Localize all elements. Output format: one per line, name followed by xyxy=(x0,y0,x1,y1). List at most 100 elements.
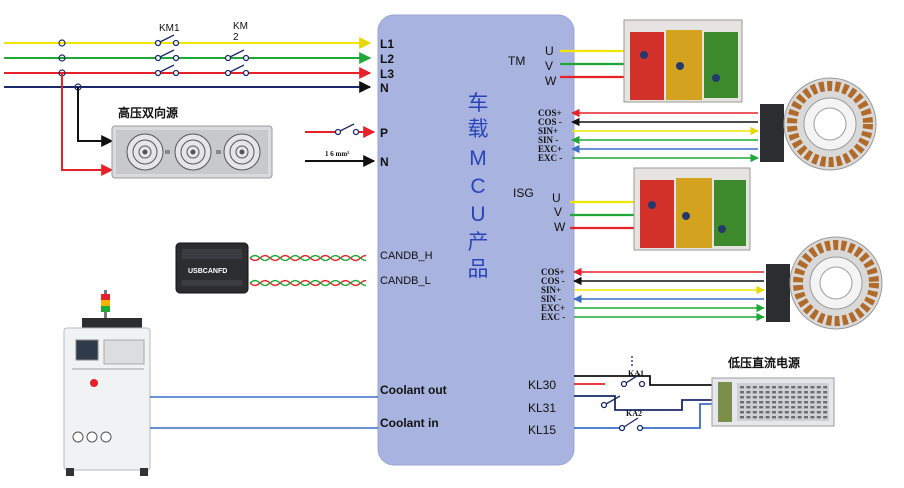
ka2-label: KA2 xyxy=(626,409,642,418)
vent-slot xyxy=(823,416,828,419)
mcu-title-char: 载 xyxy=(468,117,489,141)
mcu-title-char: 产 xyxy=(468,230,489,254)
vent-slot xyxy=(759,401,764,404)
vent-slot xyxy=(816,401,821,404)
vent-slot xyxy=(746,386,751,389)
resolver1-signal: COS - xyxy=(538,117,562,127)
relay-ka1 xyxy=(620,356,646,388)
vent-slot xyxy=(765,406,770,409)
vent-slot xyxy=(810,406,815,409)
vent-slot xyxy=(784,406,789,409)
vent-slot xyxy=(804,416,808,419)
vent-slot xyxy=(804,401,808,404)
vent-slot xyxy=(765,416,770,419)
line-label-l1: L1 xyxy=(380,37,394,51)
ac-power-lines xyxy=(4,37,372,93)
vent-slot xyxy=(746,401,751,404)
line-label-n: N xyxy=(380,81,389,95)
vent-slot xyxy=(740,411,744,414)
vent-slot xyxy=(740,396,744,399)
mcu-title-char: 品 xyxy=(468,257,489,281)
vent-slot xyxy=(765,401,770,404)
resolver1-signal: COS+ xyxy=(538,108,562,118)
resolver2-wires xyxy=(573,267,765,322)
vent-slot xyxy=(797,406,802,409)
mcu-title-char: C xyxy=(470,175,485,198)
vent-slot xyxy=(765,411,770,414)
vent-slot xyxy=(784,396,789,399)
ka1-label: KA1 xyxy=(628,369,644,378)
vent-slot xyxy=(746,411,751,414)
vent-slot xyxy=(816,396,821,399)
vent-slot xyxy=(791,416,796,419)
hv-wire-spec: 1 6 mm² xyxy=(325,150,349,158)
vent-slot xyxy=(759,406,764,409)
resolver2-signal: EXC - xyxy=(541,312,565,322)
isg-label: ISG xyxy=(513,186,534,200)
hv-p-label: P xyxy=(380,126,388,140)
km2-label-line1: KM xyxy=(233,21,248,32)
resolver2-signal: COS+ xyxy=(541,267,565,277)
vent-slot xyxy=(740,406,744,409)
fan-icon xyxy=(223,133,261,171)
vent-slot xyxy=(816,416,821,419)
coolant-pipes xyxy=(150,396,378,429)
resolver1-wires xyxy=(571,108,759,163)
vent-slot xyxy=(784,411,789,414)
tm-phase-v: V xyxy=(545,59,553,73)
vent-slot xyxy=(765,386,770,389)
vent-slot xyxy=(746,416,751,419)
vent-slot xyxy=(823,386,828,389)
vent-grille xyxy=(740,386,828,419)
vent-slot xyxy=(740,416,744,419)
vent-slot xyxy=(810,396,815,399)
vent-slot xyxy=(752,386,757,389)
vent-slot xyxy=(740,391,744,394)
isg-phase-v: V xyxy=(554,205,562,219)
vent-slot xyxy=(797,401,802,404)
can-l-label: CANDB_L xyxy=(380,275,431,287)
vent-slot xyxy=(740,401,744,404)
coolant-out-label: Coolant out xyxy=(380,383,447,397)
chiller-unit xyxy=(63,290,151,476)
vent-slot xyxy=(797,391,802,394)
vent-slot xyxy=(759,411,764,414)
vent-slot xyxy=(746,391,751,394)
resolver2-stator xyxy=(766,236,883,330)
contactor-km2 xyxy=(224,49,250,77)
vent-slot xyxy=(791,401,796,404)
vent-slot xyxy=(816,391,821,394)
km1-label: KM1 xyxy=(159,23,180,34)
vent-slot xyxy=(759,416,764,419)
kl31-label: KL31 xyxy=(528,401,556,415)
hv-source-feed xyxy=(61,73,114,176)
isg-phase-u: U xyxy=(552,191,561,205)
vent-slot xyxy=(804,411,808,414)
line-label-l2: L2 xyxy=(380,52,394,66)
hv-bidirectional-source: 高压双向源 xyxy=(111,105,273,179)
hv-source-label: 高压双向源 xyxy=(118,105,178,120)
vent-slot xyxy=(791,396,796,399)
vent-slot xyxy=(746,396,751,399)
isg-phase-w: W xyxy=(554,220,566,234)
vent-slot xyxy=(772,391,776,394)
fan-icon xyxy=(126,133,164,171)
vent-slot xyxy=(797,411,802,414)
vent-slot xyxy=(772,411,776,414)
resolver1-signal: SIN+ xyxy=(538,126,558,136)
mcu-title-char: U xyxy=(470,203,485,226)
vent-slot xyxy=(778,396,783,399)
vent-slot xyxy=(778,401,783,404)
vent-slot xyxy=(791,386,796,389)
vent-slot xyxy=(823,401,828,404)
vent-slot xyxy=(752,411,757,414)
vent-slot xyxy=(772,401,776,404)
vent-slot xyxy=(778,406,783,409)
power-line-labels: L1 L2 L3 N xyxy=(380,37,394,95)
vent-slot xyxy=(784,401,789,404)
usbcan-device: USBCANFD xyxy=(175,242,249,294)
vent-slot xyxy=(804,406,808,409)
resolver2-signal: SIN+ xyxy=(541,285,561,295)
resolver1-signal: SIN - xyxy=(538,135,558,145)
tm-busbar-module xyxy=(623,19,743,103)
